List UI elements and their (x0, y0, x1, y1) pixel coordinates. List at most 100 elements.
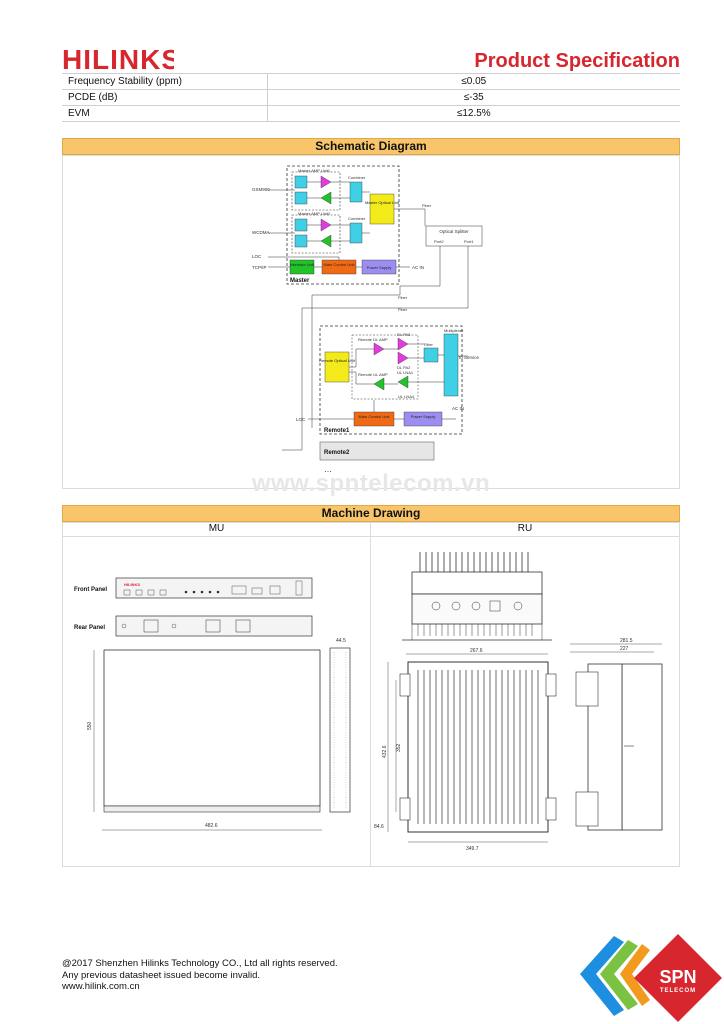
filter-label: Filter (424, 342, 434, 347)
master-amp2-box (291, 214, 341, 254)
ru-mount-ear (399, 673, 411, 697)
dl-pa3-label: DL PA3 (397, 332, 411, 337)
port-icon (231, 585, 247, 595)
fiber-path (302, 246, 469, 428)
amplifier-icon (320, 175, 332, 189)
connector-icon (451, 601, 461, 611)
ru-side-bracket (575, 671, 599, 707)
mu-side-view (329, 647, 351, 813)
table-row: EVM ≤12.5% (62, 105, 680, 122)
mu-side-dim: 44.5 (336, 638, 346, 644)
spec-value: ≤-35 (267, 89, 680, 106)
mu-drawing: Front Panel HILINKS Rear Panel 550 482.6… (74, 577, 351, 831)
logo-text: HILINKS (62, 44, 174, 74)
optical-splitter (425, 225, 483, 247)
ru-height-outer-dim: 432.6 (382, 745, 388, 758)
copyright-text: @2017 Shenzhen Hilinks Technology CO., L… (62, 958, 338, 969)
port-icon (147, 589, 155, 596)
signal-path (268, 256, 410, 268)
machine-panel (62, 522, 680, 867)
ru-mount-ear (545, 673, 557, 697)
rear-panel-drawing (115, 615, 313, 637)
spec-value: ≤0.05 (267, 73, 680, 90)
combiner-label: Combiner (348, 216, 366, 221)
optical-splitter-label: Optical Splitter (439, 229, 469, 234)
main-control-label: Main Control Unit (324, 262, 356, 267)
front-panel-label: Front Panel (74, 587, 107, 593)
master-amp1-label: Master AMP Unit1 (298, 168, 331, 173)
master-amp1-box (291, 171, 341, 211)
remote1-label: Remote1 (324, 428, 350, 434)
logo-spn-text: SPN (659, 967, 696, 987)
port1-label: Port1 (464, 239, 474, 244)
mu-depth-dim: 550 (87, 721, 93, 730)
connector-icon (513, 601, 523, 611)
signal-path (268, 189, 295, 234)
footer: @2017 Shenzhen Hilinks Technology CO., L… (62, 958, 338, 993)
mu-rack-ears (103, 805, 321, 813)
ru-height-inner-dim: 352 (396, 743, 402, 752)
ru-mount-ear (399, 797, 411, 821)
mu-top-view (103, 649, 321, 807)
amplifier-icon (320, 234, 332, 248)
signal-path (349, 343, 468, 385)
logo-chevron-orange (620, 944, 650, 1006)
rf-port-icon (205, 619, 221, 633)
column-divider (370, 522, 371, 867)
filter-icon (423, 347, 439, 363)
ul-lna4-label: UL LNA4 (398, 394, 415, 399)
table-row: PCDE (dB) ≤-35 (62, 89, 680, 106)
rf-port-icon (235, 619, 251, 633)
port-icon (159, 589, 167, 596)
schematic-panel (62, 155, 680, 489)
ru-side-dim-a: 84.6 (374, 824, 384, 830)
front-panel-brand: HILINKS (124, 582, 140, 587)
ru-bottom-fins (411, 624, 543, 640)
rear-panel-label: Rear Panel (74, 625, 105, 631)
remote2-label: Remote2 (324, 450, 350, 456)
master-optical-unit (369, 193, 395, 225)
watermark: www.spntelecom.vn (251, 470, 491, 497)
footer-website: www.hilink.com.cn (62, 981, 140, 992)
led-icon (208, 590, 212, 594)
fiber-label: Fiber (398, 295, 408, 300)
amplifier-icon (397, 351, 409, 365)
remote-dl-amp-label: Remote DL AMP (358, 337, 388, 342)
master-box (286, 165, 400, 285)
disclaimer-text: Any previous datasheet issued become inv… (62, 969, 261, 981)
vent-pattern (333, 652, 347, 808)
dimension-line (93, 650, 322, 831)
ru-top-body (411, 571, 543, 595)
screw-icon (171, 623, 177, 629)
switch-icon (269, 585, 281, 595)
loc-label: LOC (296, 417, 306, 422)
ru-bottom-dim: 349.7 (466, 846, 479, 852)
spec-table: Frequency Stability (ppm) ≤0.05 PCDE (dB… (62, 73, 680, 122)
filter-icon (294, 234, 308, 248)
filter-icon (294, 191, 308, 205)
dl-pa2-label: DL PA2 (397, 365, 411, 370)
master-optical-label: Master Optical Unit (365, 200, 400, 205)
combiner-icon (349, 222, 363, 244)
remote-ul-amp-label: Remote UL AMP (358, 372, 388, 377)
to-service-label: To Service (458, 355, 480, 360)
interface-unit-label: Interface Unit (290, 262, 315, 267)
amplifier-icon (373, 342, 385, 356)
master-amp2-label: Master AMP Unit2 (298, 211, 331, 216)
ru-depth-inner-dim: 227 (620, 646, 629, 652)
spec-name: Frequency Stability (ppm) (62, 73, 268, 90)
multiplexer-label: Multiplexer (444, 328, 464, 333)
schematic-section-title: Schematic Diagram (62, 138, 680, 155)
port2-label: Port2 (434, 239, 444, 244)
fiber-path (282, 308, 303, 451)
ru-width-dim: 267.6 (470, 648, 483, 654)
spn-telecom-logo: SPN TELECOM (580, 934, 722, 1022)
table-row: Frequency Stability (ppm) ≤0.05 (62, 73, 680, 90)
master-label: Master (290, 278, 310, 284)
port-icon (135, 589, 143, 596)
logo-chevron-green (600, 940, 638, 1010)
multiplexer-icon (443, 333, 459, 397)
more-remotes-ellipsis: … (324, 465, 332, 474)
mu-width-dim: 482.6 (205, 823, 218, 829)
led-icon (192, 590, 196, 594)
